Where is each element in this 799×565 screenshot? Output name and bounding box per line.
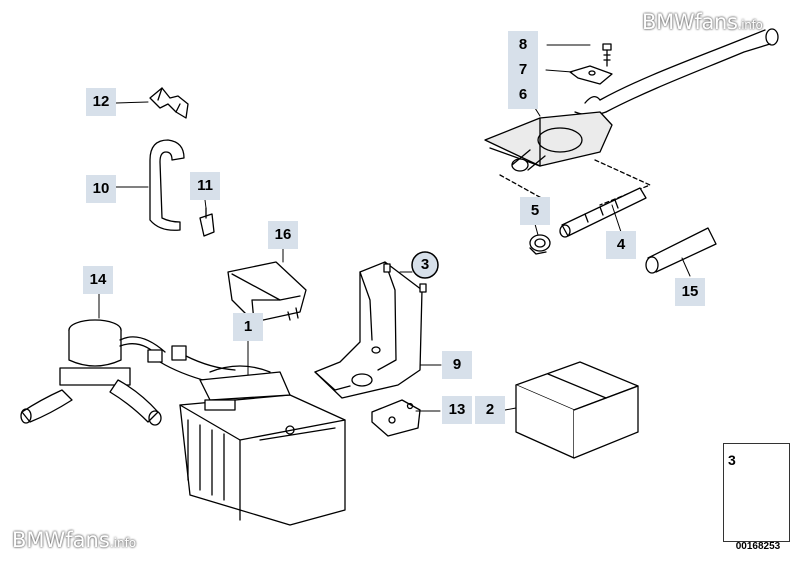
- assembly-lines: [499, 159, 651, 206]
- hose-10: [149, 139, 185, 231]
- callout-12: 12: [86, 88, 116, 116]
- pump-14: [20, 319, 162, 426]
- clamp-5: [529, 234, 551, 255]
- callout-6: 6: [508, 81, 538, 109]
- box-2: [515, 361, 639, 459]
- callout-4: 4: [606, 231, 636, 259]
- legend-label: 3: [728, 452, 736, 468]
- bracket-7: [569, 65, 613, 85]
- clamp-11: [199, 207, 215, 237]
- hose-15: [645, 227, 717, 274]
- clip-12: [149, 87, 189, 119]
- watermark-top-suffix: .info: [737, 18, 763, 32]
- watermark-bottom-suffix: .info: [109, 536, 137, 550]
- callout-14: 14: [83, 266, 113, 294]
- exhaust-muffler: [484, 28, 779, 172]
- watermark-top-brand: BMWfans: [642, 10, 738, 34]
- callout-9: 9: [442, 351, 472, 379]
- heater-unit-1: [179, 365, 346, 526]
- plate-13: [371, 399, 421, 437]
- callout-13: 13: [442, 396, 472, 424]
- callout-16: 16: [268, 221, 298, 249]
- callout-11: 11: [190, 172, 220, 200]
- callout-2: 2: [475, 396, 505, 424]
- pipe-4: [559, 187, 647, 238]
- watermark-bottom-brand: BMWfans: [12, 528, 110, 552]
- callout-3-circle: [411, 251, 439, 279]
- wiring-harness: [119, 336, 236, 383]
- bracket-9: [314, 261, 427, 399]
- callout-5: 5: [520, 197, 550, 225]
- diagram-number: 00168253: [735, 541, 781, 552]
- watermark-top: BMWfans.info: [642, 10, 763, 34]
- watermark-bottom: BMWfans.info: [12, 528, 136, 552]
- callout-8: 8: [508, 31, 538, 59]
- callout-10: 10: [86, 175, 116, 203]
- callout-3: 3: [420, 256, 430, 273]
- leader-lines: [98, 44, 691, 412]
- bolt-8: [602, 43, 612, 67]
- callout-15: 15: [675, 278, 705, 306]
- callout-1: 1: [233, 313, 263, 341]
- fastener-legend: 3: [723, 443, 790, 542]
- callout-7: 7: [508, 56, 538, 84]
